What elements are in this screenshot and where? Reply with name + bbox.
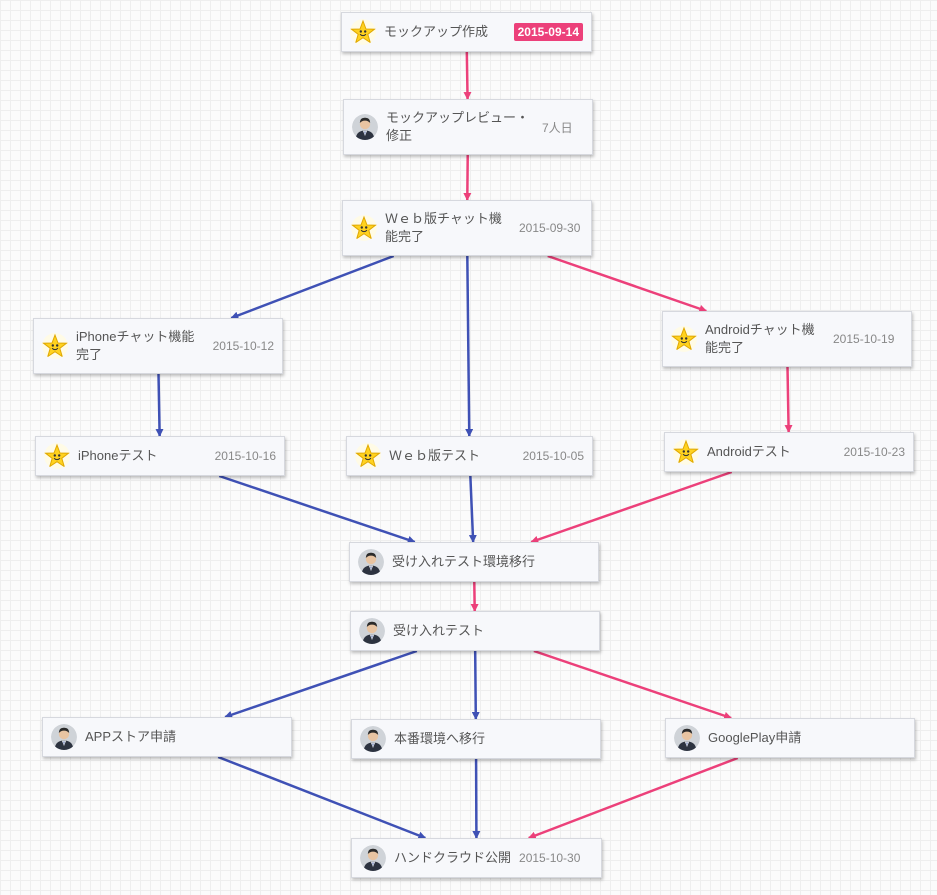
avatar-icon	[358, 549, 384, 575]
task-label: 本番環境へ移行	[394, 731, 486, 746]
task-label: 受け入れテスト環境移行	[392, 554, 536, 569]
task-label: 受け入れテスト	[393, 623, 485, 638]
task-node-acceptance-test[interactable]: 受け入れテスト	[350, 611, 600, 651]
task-label: ハンドクラウド公開	[394, 850, 512, 865]
edge-n10-n11	[224, 649, 418, 719]
task-label: iPhoneテスト	[78, 448, 158, 463]
star-icon	[673, 439, 699, 465]
edge-n3-n7	[465, 255, 474, 437]
star-icon	[355, 443, 381, 469]
task-node-android-test[interactable]: Androidテスト 2015-10-23	[664, 432, 914, 472]
date-label: 2015-09-30	[519, 221, 581, 235]
task-node-mockup-review[interactable]: モックアップレビュー・修正 7人日	[343, 99, 593, 155]
star-icon	[351, 215, 377, 241]
task-node-iphone-chat[interactable]: iPhoneチャット機能完了 2015-10-12	[33, 318, 283, 374]
task-node-appstore[interactable]: APPストア申請	[42, 717, 292, 757]
date-label: 2015-10-23	[843, 445, 905, 459]
task-label: モックアップ作成	[384, 24, 489, 39]
star-icon	[44, 443, 70, 469]
edge-n3-n5	[547, 254, 708, 313]
edge-n8-n9	[530, 470, 733, 544]
task-node-acceptance-env[interactable]: 受け入れテスト環境移行	[349, 542, 599, 582]
star-icon	[42, 333, 68, 359]
task-label: GooglePlay申請	[708, 730, 802, 745]
task-node-android-chat[interactable]: Androidチャット機能完了 2015-10-19	[662, 311, 912, 367]
edge-n5-n8	[784, 366, 793, 433]
date-label: 2015-10-19	[833, 332, 895, 346]
task-label: Ｗｅｂ版チャット機能完了	[385, 211, 502, 244]
task-label: APPストア申請	[85, 729, 177, 744]
date-label: 2015-10-30	[519, 851, 581, 865]
edge-n10-n12	[471, 650, 480, 720]
edge-n4-n6	[155, 373, 164, 437]
star-icon	[350, 19, 376, 45]
date-label: 2015-10-12	[212, 339, 274, 353]
task-label: Androidチャット機能完了	[705, 322, 815, 355]
effort-label: 7人日	[542, 120, 573, 135]
avatar-icon	[352, 114, 378, 140]
avatar-icon	[359, 618, 385, 644]
task-label: モックアップレビュー・修正	[386, 110, 530, 143]
task-node-web-chat[interactable]: Ｗｅｂ版チャット機能完了 2015-09-30	[342, 200, 592, 256]
task-node-release[interactable]: ハンドクラウド公開 2015-10-30	[351, 838, 602, 878]
edge-n3-n4	[230, 254, 395, 320]
edge-n10-n13	[533, 649, 733, 720]
task-node-iphone-test[interactable]: iPhoneテスト 2015-10-16	[35, 436, 285, 476]
date-label: 2015-10-05	[522, 449, 584, 463]
avatar-icon	[51, 724, 77, 750]
task-node-mockup[interactable]: モックアップ作成 2015-09-14	[341, 12, 592, 52]
star-icon	[671, 326, 697, 352]
avatar-icon	[674, 725, 700, 751]
avatar-icon	[360, 845, 386, 871]
task-node-production[interactable]: 本番環境へ移行	[351, 719, 601, 759]
edge-n1-n2	[463, 51, 472, 100]
edge-n7-n9	[468, 475, 477, 543]
date-badge: 2015-09-14	[513, 23, 583, 41]
avatar-icon	[360, 726, 386, 752]
task-label: Ｗｅｂ版テスト	[389, 448, 481, 463]
task-node-web-test[interactable]: Ｗｅｂ版テスト 2015-10-05	[346, 436, 593, 476]
edge-n6-n9	[218, 474, 416, 544]
task-label: iPhoneチャット機能完了	[76, 329, 195, 362]
edge-n13-n14	[527, 756, 739, 840]
edge-n11-n14	[217, 755, 427, 840]
date-label: 2015-10-16	[214, 449, 276, 463]
task-node-googleplay[interactable]: GooglePlay申請	[665, 718, 915, 758]
task-label: Androidテスト	[707, 444, 791, 459]
